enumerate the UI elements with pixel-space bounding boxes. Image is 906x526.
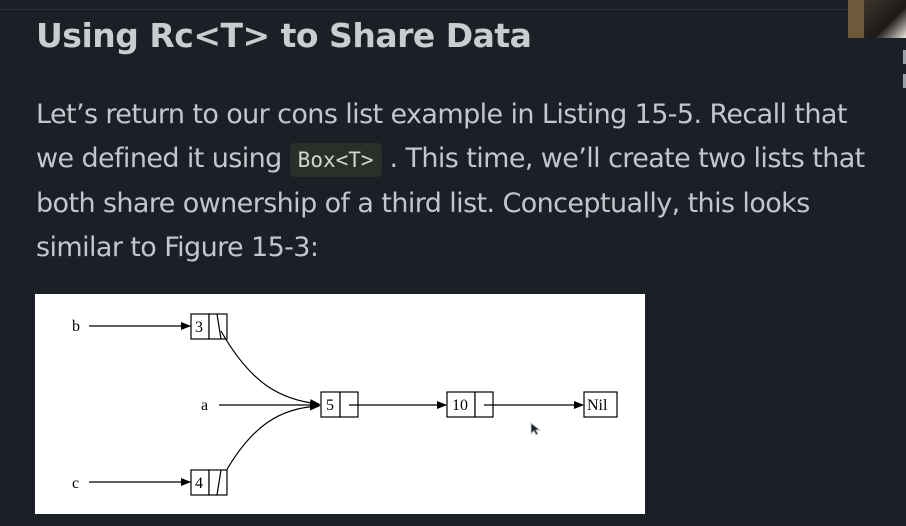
section-heading: Using Rc<T> to Share Data — [36, 16, 532, 55]
node-4: 4 — [190, 469, 228, 496]
node-5-value: 5 — [326, 397, 334, 414]
paragraph-line-2-start: we defined it using — [36, 143, 290, 174]
cons-list-diagram: b 3 a 5 10 — [72, 313, 618, 496]
label-c: c — [72, 475, 79, 492]
arrow-4-to-5 — [220, 402, 320, 481]
paragraph-line-4: similar to Figure 15-3: — [36, 232, 319, 263]
top-divider — [0, 9, 850, 10]
node-4-value: 4 — [195, 475, 203, 492]
paragraph-line-2-end: . This time, we’ll create two lists that — [389, 143, 866, 174]
webcam-frame — [848, 0, 864, 38]
paragraph-line-3: both share ownership of a third list. Co… — [36, 188, 810, 219]
node-3: 3 — [190, 313, 228, 340]
mouse-pointer-icon — [530, 422, 542, 436]
arrow-3-to-5 — [220, 330, 320, 408]
inline-code-box: Box<T> — [289, 143, 382, 177]
scroll-marker-bottom — [903, 74, 906, 88]
label-b: b — [72, 318, 80, 335]
paragraph-line-1: Let’s return to our cons list example in… — [36, 99, 847, 130]
webcam-image — [864, 0, 906, 38]
label-a: a — [201, 397, 208, 414]
cons-list-figure: b 3 a 5 10 — [35, 294, 645, 514]
paragraph-line-2: we defined it using Box<T> . This time, … — [36, 137, 906, 182]
node-nil-value: Nil — [587, 397, 608, 414]
node-nil: Nil — [583, 391, 618, 418]
scroll-marker-top — [903, 50, 906, 64]
node-10-value: 10 — [452, 397, 468, 414]
node-3-value: 3 — [195, 319, 203, 336]
intro-paragraph: Let’s return to our cons list example in… — [36, 93, 906, 270]
webcam-overlay — [848, 0, 906, 38]
